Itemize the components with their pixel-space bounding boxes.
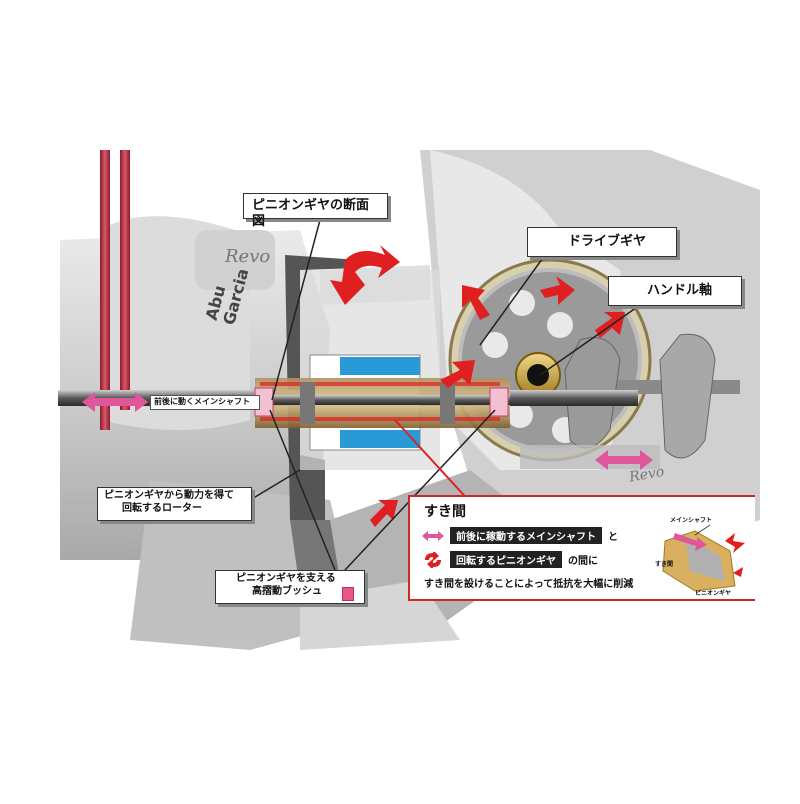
shaft-motion-arrow xyxy=(82,392,148,412)
big-rotation-arrow xyxy=(330,245,400,305)
pink-double-arrow-icon xyxy=(422,530,444,541)
leader-lines xyxy=(249,219,641,571)
callout-cross-section: ピニオンギヤの断面図 xyxy=(243,193,388,229)
info-row-1: 前後に稼動するメインシャフト と xyxy=(422,527,618,544)
info-row-2: 回転するピニオンギヤ の間に xyxy=(422,551,598,568)
red-rotation-icon xyxy=(425,551,441,568)
inset-illustration: メインシャフト すき間 ピニオンギヤ xyxy=(655,517,745,597)
handle-motion-arrow xyxy=(595,450,653,470)
info-box-title: すき間 xyxy=(424,504,466,520)
callout-rotor-line1: ピニオンギヤから動力を得て xyxy=(104,490,234,501)
inset-label-shaft: メインシャフト xyxy=(670,517,712,524)
pink-double-arrows xyxy=(82,392,653,470)
red-rod xyxy=(100,150,130,430)
inset-label-pinion: ピニオンギヤ xyxy=(695,589,731,597)
pinion-cross-section xyxy=(254,354,510,451)
info-line1-suffix: と xyxy=(608,532,618,543)
callout-drive-gear-text: ドライブギヤ xyxy=(568,234,647,249)
info-line2-suffix: の間に xyxy=(568,556,598,567)
callout-handle-shaft: ハンドル軸 xyxy=(608,276,742,306)
callout-handle-shaft-text: ハンドル軸 xyxy=(647,283,713,298)
rotor-arrow xyxy=(370,500,398,527)
info-line3: すき間を設けることによって抵抗を大幅に削減 xyxy=(424,579,634,590)
callout-bush-line2: 高摺動ブッシュ xyxy=(252,585,322,597)
info-line2-highlight: 回転するピニオンギヤ xyxy=(450,551,562,568)
callout-rotor-line2: 回転するローター xyxy=(122,502,202,514)
callout-main-shaft: 前後に動くメインシャフト xyxy=(150,395,260,410)
inset-label-gap: すき間 xyxy=(655,560,673,568)
reel-name-text-2: Revo xyxy=(627,464,665,486)
reel-name-text: Revo xyxy=(224,246,270,267)
bush-swatch-icon xyxy=(342,587,354,601)
small-rotation-arrow-1 xyxy=(440,360,475,388)
callout-main-shaft-text: 前後に動くメインシャフト xyxy=(154,397,250,406)
drive-gear-arrow-left xyxy=(462,285,490,320)
callout-bush: ピニオンギヤを支える 高摺動ブッシュ xyxy=(215,570,365,604)
callout-rotor: ピニオンギヤから動力を得て 回転するローター xyxy=(97,487,252,521)
callout-drive-gear: ドライブギヤ xyxy=(527,227,677,257)
callout-bush-line1: ピニオンギヤを支える xyxy=(236,573,336,584)
info-line1-highlight: 前後に稼動するメインシャフト xyxy=(450,527,602,544)
info-box: すき間 前後に稼動するメインシャフト と 回転するピニオンギヤ の間に すき間を… xyxy=(408,495,755,601)
callout-cross-section-text: ピニオンギヤの断面図 xyxy=(252,198,370,230)
rotation-arrows xyxy=(330,245,625,527)
drive-gear-arrow-top xyxy=(540,276,575,305)
